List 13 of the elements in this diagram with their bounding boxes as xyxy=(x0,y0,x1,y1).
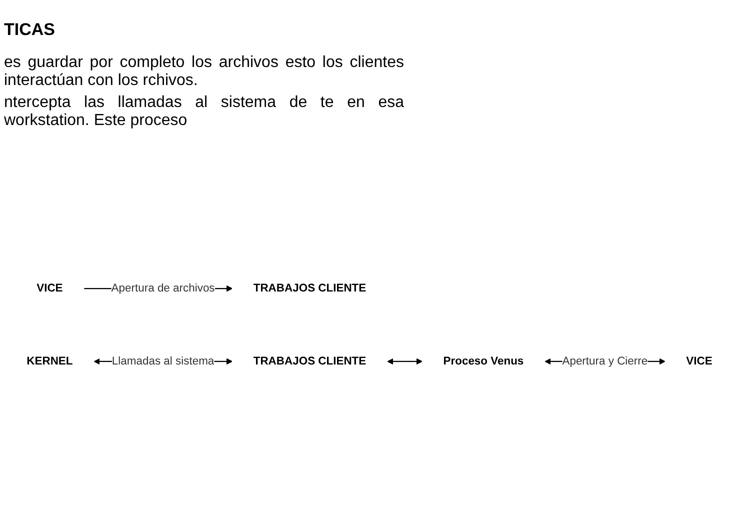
node-text: VICE xyxy=(36,282,63,294)
node-text: VICE xyxy=(686,355,712,368)
node-text: Proceso Venus xyxy=(443,355,524,368)
node-text: KERNEL xyxy=(26,355,73,368)
paragraph-text: es guardar por completo los archivos esto los clientes interactúan con los rchivos. xyxy=(4,54,404,90)
node-text: TRABAJOS CLIENTE xyxy=(253,355,366,368)
heading-text: TICAS xyxy=(4,20,56,40)
edge-label: Llamadas al sistema xyxy=(112,355,214,368)
edge-label: Apertura de archivos xyxy=(111,282,215,294)
node-text: TRABAJOS CLIENTE xyxy=(253,282,366,294)
arrow xyxy=(387,358,422,365)
edge-label: Apertura y Cierre xyxy=(562,355,648,368)
paragraph-text: ntercepta las llamadas al sistema de te en esa workstation. Este proceso xyxy=(4,94,404,130)
